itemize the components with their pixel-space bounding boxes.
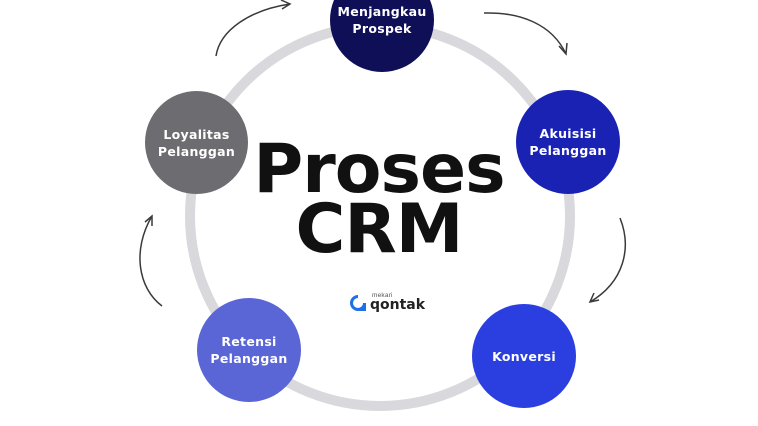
step-label: Konversi [492,348,556,364]
cycle-arrow-1 [483,12,567,55]
step-label: Akuisisi Pelanggan [529,126,607,158]
cycle-arrow-4 [215,3,291,57]
logo-brand-main: qontak [370,297,426,313]
cycle-arrow-2-head [588,292,600,304]
diagram-title: Proses CRM [253,130,505,269]
logo-brand-small: mekari [372,292,393,299]
step-akuisisi-pelanggan: Akuisisi Pelanggan [516,90,620,194]
cycle-arrow-4-head [280,0,292,10]
step-konversi: Konversi [472,304,576,408]
step-loyalitas-pelanggan: Loyalitas Pelanggan [145,91,248,194]
cycle-arrow-2 [589,217,626,303]
cycle-arrow-3-head [144,214,153,226]
step-label: Loyalitas Pelanggan [157,126,236,159]
cycle-arrow-1-head [558,42,568,56]
qontak-logo: mekari qontak [350,292,425,314]
cycle-arrow-3 [139,215,163,307]
step-label: Retensi Pelanggan [210,334,288,366]
qontak-logo-icon [350,295,366,311]
step-label: Menjangkau Prospek [337,4,427,36]
step-retensi-pelanggan: Retensi Pelanggan [197,298,301,402]
